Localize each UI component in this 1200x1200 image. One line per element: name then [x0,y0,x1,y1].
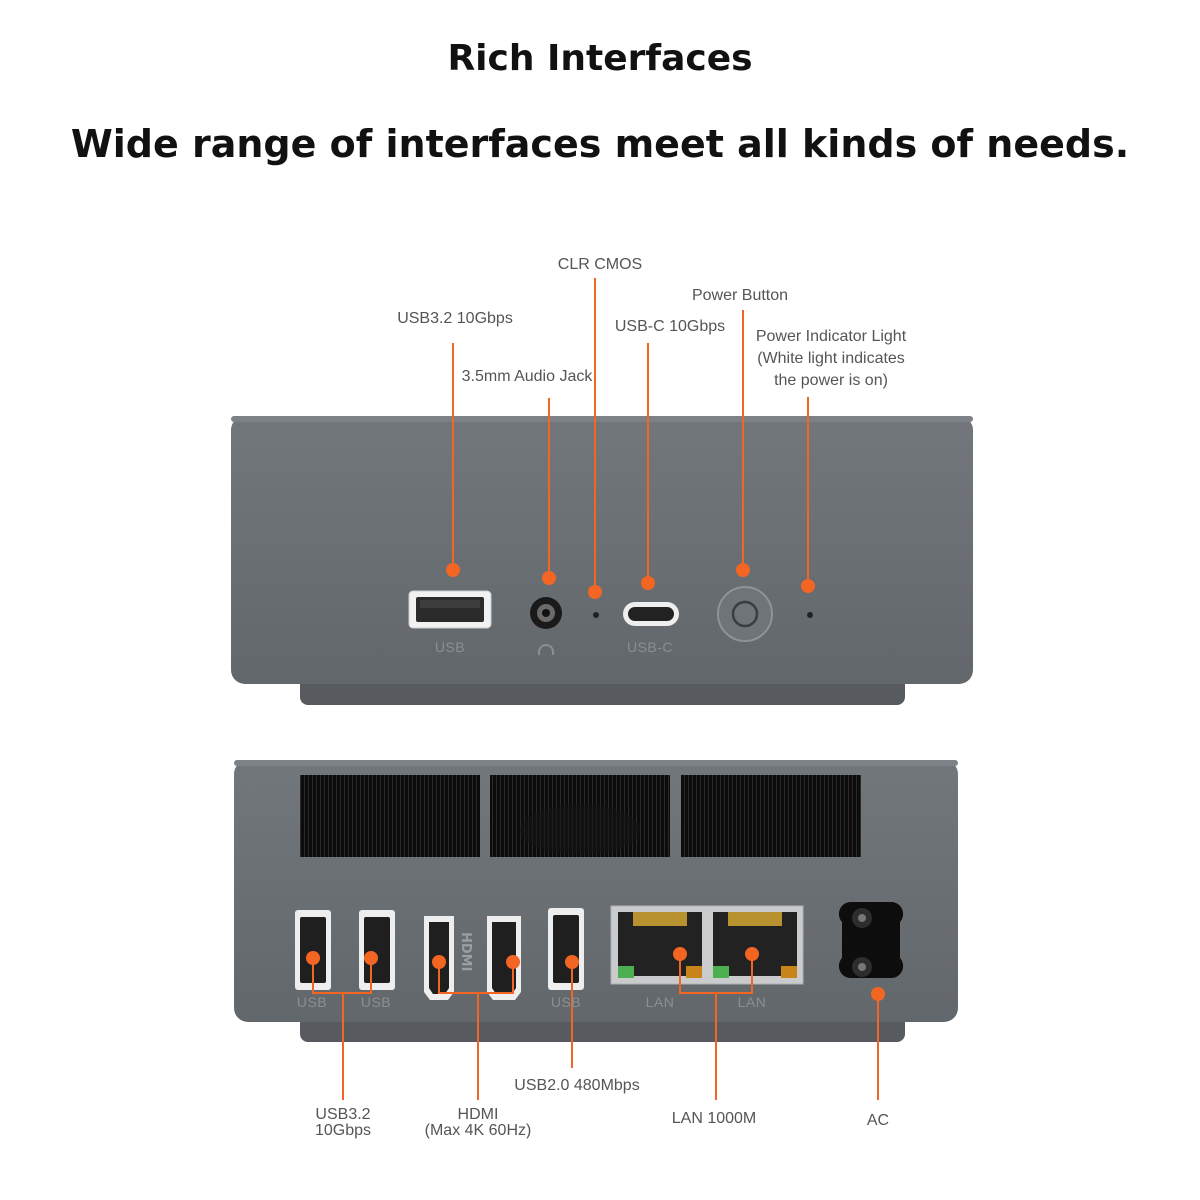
callout-clr-cmos: CLR CMOS [557,256,643,273]
page-subtitle: Wide range of interfaces meet all kinds … [70,122,1130,166]
callout-lines [312,278,879,1100]
rear-usb32-port-1 [295,910,331,990]
lan-ports [610,905,804,985]
audio-jack [530,597,562,629]
front-usb-label: USB [434,639,466,655]
rear-usb-label-2: USB [360,994,392,1010]
front-usbc-label: USB-C [626,639,674,655]
callout-usb32: USB3.2 10Gbps [397,310,513,327]
rear-lan-label-2: LAN [737,994,767,1010]
clr-cmos-hole [593,612,599,618]
callout-ac: AC [866,1112,890,1129]
front-usb-port [408,590,492,629]
callout-usb20: USB2.0 480Mbps [514,1077,640,1094]
rear-usb20-port [548,908,584,990]
vent-left [300,775,480,857]
callout-power-button: Power Button [691,287,789,304]
callout-usbc: USB-C 10Gbps [614,318,726,335]
callout-rear-usb32-1: USB3.2 [315,1106,371,1123]
callout-power-light-2: (White light indicates [757,350,905,367]
rear-usb-label-3: USB [550,994,582,1010]
headphone-icon [538,644,554,655]
rear-usb32-port-2 [359,910,395,990]
callout-hdmi-1: HDMI [457,1106,499,1123]
vent-right [681,775,861,857]
callout-lan: LAN 1000M [671,1110,757,1127]
callout-dots [306,563,885,1001]
rear-device [234,760,958,1042]
front-device [231,416,973,705]
callout-power-light-3: the power is on) [774,372,888,389]
power-button [717,586,773,642]
callout-audio-jack: 3.5mm Audio Jack [461,368,593,385]
rear-lan-label-1: LAN [645,994,675,1010]
rear-usb-label-1: USB [296,994,328,1010]
callout-rear-usb32-2: 10Gbps [314,1122,372,1139]
callout-hdmi-2: (Max 4K 60Hz) [424,1122,532,1139]
callout-power-light-1: Power Indicator Light [755,328,907,345]
front-usbc-port [623,602,679,626]
hdmi-logo: HDMI [458,932,473,971]
ac-power-inlet [838,902,904,978]
page-title: Rich Interfaces [447,38,753,79]
power-indicator-light [807,612,813,618]
